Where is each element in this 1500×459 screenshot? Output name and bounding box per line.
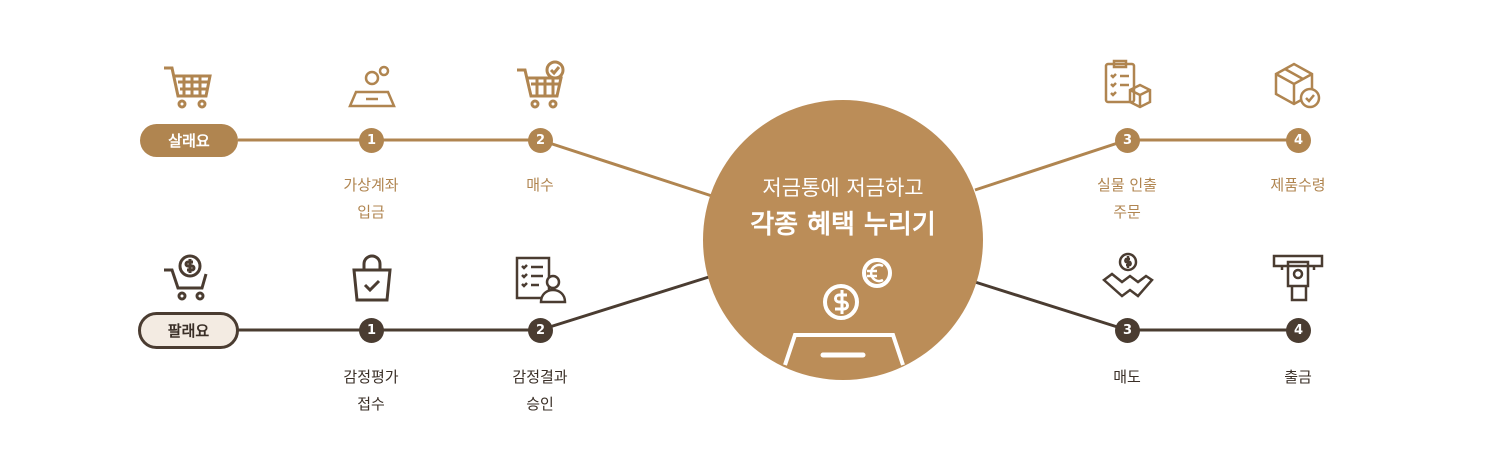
cart-dollar-icon	[164, 254, 208, 301]
buy-step-2-label: 매수	[526, 176, 554, 194]
euro-coin-icon	[862, 258, 892, 288]
buy-badge: 살래요	[140, 124, 238, 157]
sell-badge: 팔래요	[138, 312, 239, 349]
cart-check-icon	[517, 60, 565, 109]
sell-step-3-number: 3	[1115, 318, 1140, 343]
sell-step-4-number: 4	[1286, 318, 1311, 343]
deposit-coin-icon	[348, 65, 396, 108]
bag-check-icon	[352, 254, 392, 302]
shopping-cart-icon	[164, 66, 212, 109]
sell-diagonal-right	[974, 280, 1128, 332]
document-appraiser-icon	[515, 256, 567, 304]
handshake-dollar-icon	[1102, 252, 1154, 298]
sell-step-4-label: 출금	[1284, 368, 1312, 386]
dollar-coin-icon	[823, 284, 859, 320]
center-circle: 저금통에 저금하고 각종 혜택 누리기	[703, 100, 983, 380]
atm-cash-icon	[1272, 254, 1324, 302]
sell-step-3-label: 매도	[1113, 368, 1141, 386]
clipboard-box-icon	[1104, 59, 1152, 109]
center-title-line2: 각종 혜택 누리기	[750, 210, 936, 240]
buy-step-1-number: 1	[359, 128, 384, 153]
buy-step-2-number: 2	[528, 128, 553, 153]
buy-step-3-number: 3	[1115, 128, 1140, 153]
coin-slot-icon	[783, 333, 905, 366]
buy-diagonal-right	[974, 138, 1128, 192]
box-check-icon	[1274, 62, 1321, 109]
sell-step-1-number: 1	[359, 318, 384, 343]
sell-diagonal	[539, 274, 713, 332]
buy-step-4-label: 제품수령	[1270, 176, 1326, 194]
buy-diagonal	[539, 138, 713, 198]
center-title-line1: 저금통에 저금하고	[762, 176, 924, 200]
buy-step-4-number: 4	[1286, 128, 1311, 153]
sell-step-2-number: 2	[528, 318, 553, 343]
